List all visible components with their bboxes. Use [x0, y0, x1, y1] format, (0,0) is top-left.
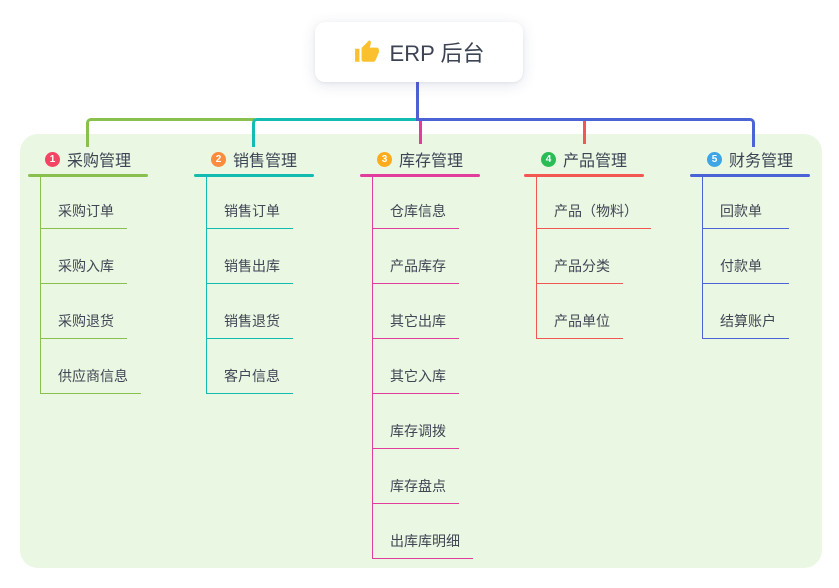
child-label: 仓库信息: [390, 203, 446, 219]
branch-label: 财务管理: [728, 153, 793, 170]
branch-sales: 2 销售管理销售订单销售出库销售退货客户信息: [194, 146, 314, 394]
child-node[interactable]: 产品分类: [537, 229, 623, 284]
branch-label: 销售管理: [232, 153, 297, 170]
branch-children-product: 产品（物料） 产品分类产品单位: [536, 177, 651, 339]
branches-panel: [20, 134, 822, 568]
child-label: 库存盘点: [390, 478, 446, 494]
child-node[interactable]: 产品库存: [373, 229, 459, 284]
connector-finance: [417, 118, 755, 147]
child-label: 其它入库: [390, 368, 446, 384]
child-node[interactable]: 销售出库: [207, 229, 293, 284]
branch-header-finance[interactable]: 5 财务管理: [690, 146, 810, 172]
child-label: 产品库存: [390, 258, 446, 274]
branch-product: 4 产品管理产品（物料） 产品分类产品单位: [524, 146, 651, 339]
child-node[interactable]: 回款单: [703, 177, 789, 229]
child-label: 出库库明细: [390, 533, 460, 549]
thumbs-up-icon: [354, 39, 380, 65]
connector-inventory: [418, 121, 422, 144]
connector-product: [582, 121, 586, 144]
connector-purchase: [86, 118, 255, 147]
branch-header-purchase[interactable]: 1 采购管理: [28, 146, 148, 172]
child-node[interactable]: 产品单位: [537, 284, 623, 339]
child-label: 采购入库: [58, 258, 114, 274]
root-connector-line: [415, 82, 419, 121]
child-label: 客户信息: [224, 368, 280, 384]
branch-number-badge: 3: [376, 151, 392, 167]
child-node[interactable]: 出库库明细: [373, 504, 473, 559]
branch-underline: [524, 174, 644, 177]
child-label: 结算账户: [720, 313, 776, 329]
child-node[interactable]: 销售退货: [207, 284, 293, 339]
branch-children-inventory: 仓库信息产品库存其它出库其它入库库存调拨库存盘点出库库明细: [372, 177, 473, 559]
branch-header-product[interactable]: 4 产品管理: [524, 146, 644, 172]
child-label: 其它出库: [390, 313, 446, 329]
child-node[interactable]: 销售订单: [207, 177, 293, 229]
child-label: 回款单: [720, 203, 762, 219]
branch-label: 产品管理: [562, 153, 627, 170]
branch-underline: [28, 174, 148, 177]
child-node[interactable]: 仓库信息: [373, 177, 459, 229]
child-node[interactable]: 结算账户: [703, 284, 789, 339]
child-label: 销售订单: [224, 203, 280, 219]
child-label: 付款单: [720, 258, 762, 274]
child-label: 销售出库: [224, 258, 280, 274]
child-label: 产品分类: [554, 258, 610, 274]
child-node[interactable]: 采购退货: [41, 284, 127, 339]
child-node[interactable]: 产品（物料）: [537, 177, 651, 229]
branch-underline: [194, 174, 314, 177]
child-label: 采购退货: [58, 313, 114, 329]
branch-children-sales: 销售订单销售出库销售退货客户信息: [206, 177, 293, 394]
branch-number-badge: 2: [210, 151, 226, 167]
branch-number-badge: 4: [540, 151, 556, 167]
branch-number-badge: 1: [44, 151, 60, 167]
branch-header-inventory[interactable]: 3 库存管理: [360, 146, 480, 172]
child-node[interactable]: 库存调拨: [373, 394, 459, 449]
branch-underline: [690, 174, 810, 177]
branch-header-sales[interactable]: 2 销售管理: [194, 146, 314, 172]
branch-children-finance: 回款单付款单结算账户: [702, 177, 789, 339]
branch-purchase: 1 采购管理采购订单采购入库采购退货供应商信息: [28, 146, 148, 394]
root-node[interactable]: ERP 后台: [315, 22, 523, 82]
branch-inventory: 3 库存管理仓库信息产品库存其它出库其它入库库存调拨库存盘点出库库明细: [360, 146, 480, 559]
child-label: 库存调拨: [390, 423, 446, 439]
child-label: 产品（物料）: [554, 203, 638, 219]
child-label: 供应商信息: [58, 368, 128, 384]
child-node[interactable]: 客户信息: [207, 339, 293, 394]
child-label: 采购订单: [58, 203, 114, 219]
branch-label: 库存管理: [398, 153, 463, 170]
child-label: 产品单位: [554, 313, 610, 329]
branch-children-purchase: 采购订单采购入库采购退货供应商信息: [40, 177, 141, 394]
child-node[interactable]: 采购订单: [41, 177, 127, 229]
branch-underline: [360, 174, 480, 177]
child-node[interactable]: 其它入库: [373, 339, 459, 394]
child-node[interactable]: 其它出库: [373, 284, 459, 339]
branch-number-badge: 5: [706, 151, 722, 167]
branch-finance: 5 财务管理回款单付款单结算账户: [690, 146, 810, 339]
child-node[interactable]: 采购入库: [41, 229, 127, 284]
child-node[interactable]: 付款单: [703, 229, 789, 284]
root-label: ERP 后台: [389, 41, 485, 66]
child-node[interactable]: 库存盘点: [373, 449, 459, 504]
child-label: 销售退货: [224, 313, 280, 329]
connector-sales: [252, 118, 421, 147]
child-node[interactable]: 供应商信息: [41, 339, 141, 394]
branch-label: 采购管理: [66, 153, 131, 170]
